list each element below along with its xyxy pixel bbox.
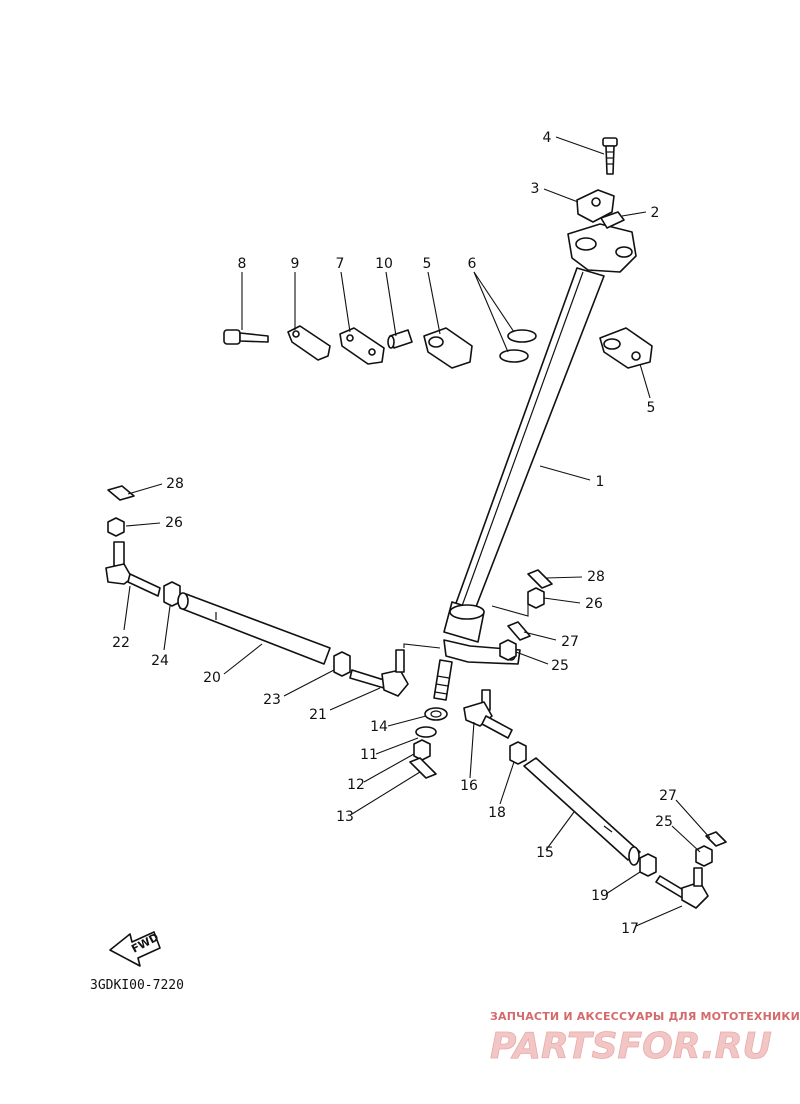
callout-4: 4 (543, 130, 552, 146)
callout-14: 14 (370, 719, 388, 735)
bolt (602, 137, 618, 175)
callout-17: 17 (621, 921, 639, 937)
cotter-pin-27-right (705, 831, 727, 847)
callout-labels: 4 3 2 8 9 7 10 5 6 5 1 28 26 22 24 20 23… (112, 130, 677, 937)
callout-27-left: 27 (561, 634, 579, 650)
washer-14 (424, 707, 448, 721)
callout-21: 21 (309, 707, 327, 723)
callout-7: 7 (336, 256, 345, 272)
nut-23 (333, 651, 351, 677)
callout-10: 10 (375, 256, 393, 272)
callout-3: 3 (531, 181, 540, 197)
callout-1: 1 (596, 474, 605, 490)
tie-rod-end-22 (105, 541, 161, 597)
tie-rod-end-17 (655, 867, 709, 909)
fwd-arrow-icon: FWD (109, 931, 161, 967)
tie-rod-end-21 (349, 649, 409, 697)
callout-5-left: 5 (423, 256, 432, 272)
watermark-logo: PARTSFOR.RU (490, 1026, 772, 1067)
callout-22: 22 (112, 635, 130, 651)
nut-26-left (107, 517, 125, 537)
nut-18 (509, 741, 527, 765)
callout-24: 24 (151, 653, 169, 669)
callout-16: 16 (460, 778, 478, 794)
callout-8: 8 (238, 256, 247, 272)
nut-25-right (695, 845, 713, 867)
holder-5-left (423, 327, 473, 369)
callout-23: 23 (263, 692, 281, 708)
part-code: 3GDKI00-7220 (90, 978, 184, 993)
washer-6 (499, 329, 537, 363)
cotter-pin-28-left (107, 485, 135, 501)
callout-9: 9 (291, 256, 300, 272)
cotter-pin-28-right (527, 569, 553, 589)
upper-bracket (567, 223, 637, 273)
tie-rod-end-16 (463, 689, 513, 739)
leader-lines (123, 136, 711, 927)
callout-25-left: 25 (551, 658, 569, 674)
callout-5-right: 5 (647, 400, 656, 416)
callout-26-right: 26 (585, 596, 603, 612)
nut-26-right (527, 587, 545, 609)
callout-13: 13 (336, 809, 354, 825)
callout-12: 12 (347, 777, 365, 793)
callout-11: 11 (360, 747, 378, 763)
washer-11 (415, 726, 437, 738)
watermark-tagline: ЗАПЧАСТИ И АКСЕССУАРЫ ДЛЯ МОТОТЕХНИКИ (490, 1010, 800, 1023)
tie-rod-15 (523, 757, 641, 866)
cotter-pin-27-left (507, 621, 531, 641)
tie-rod-20 (177, 592, 331, 665)
holder-5-right (599, 327, 653, 369)
callout-6: 6 (468, 256, 477, 272)
cotter-pin-13 (409, 757, 437, 779)
callout-19: 19 (591, 888, 609, 904)
nut-12 (413, 739, 431, 761)
bracket-cap (576, 189, 615, 223)
plate-9 (287, 325, 331, 361)
callout-28-left: 28 (166, 476, 184, 492)
callout-25-right: 25 (655, 814, 673, 830)
bushing (600, 211, 625, 229)
callout-20: 20 (203, 670, 221, 686)
bolt-8 (223, 329, 269, 345)
nut-25-left (499, 639, 517, 661)
nut-19 (639, 853, 657, 877)
callout-28-right: 28 (587, 569, 605, 585)
plate-7 (339, 327, 385, 365)
callout-18: 18 (488, 805, 506, 821)
callout-26-left: 26 (165, 515, 183, 531)
callout-2: 2 (651, 205, 660, 221)
callout-27-right: 27 (659, 788, 677, 804)
collar-10 (387, 329, 413, 349)
callout-15: 15 (536, 845, 554, 861)
